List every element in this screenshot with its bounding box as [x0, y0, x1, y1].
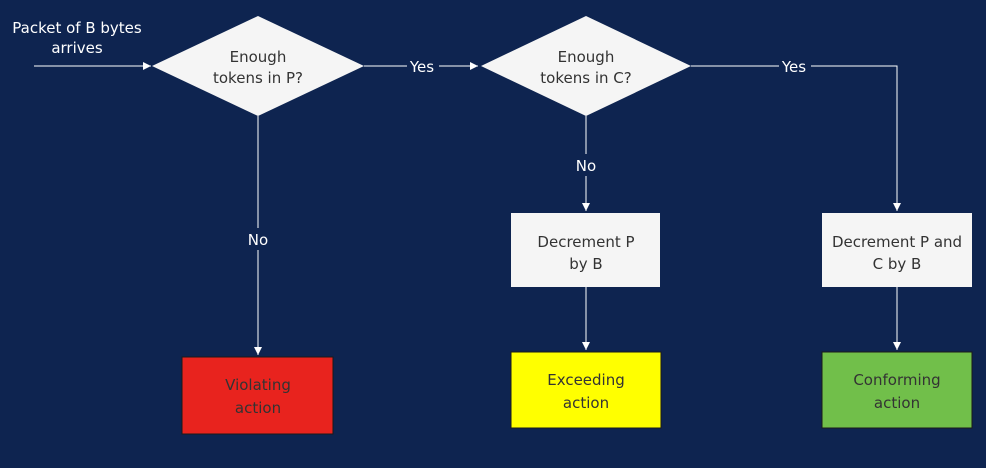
process-decrement-pc-box	[822, 213, 972, 287]
edge-label-c-no-bg	[570, 154, 602, 176]
edge-c-yes	[691, 65, 901, 211]
edge-label-c-yes-bg	[779, 56, 811, 76]
outcome-exceeding-line1: Exceeding	[547, 371, 625, 389]
decision-c-line1: Enough	[558, 48, 615, 66]
outcome-conforming-line2: action	[874, 394, 920, 412]
start-label-line1: Packet of B bytes	[12, 19, 142, 37]
edge-label-c-no: No	[576, 157, 596, 175]
edge-label-c-yes: Yes	[781, 58, 806, 76]
decision-c-tokens: Enough tokens in C?	[481, 16, 691, 116]
outcome-violating: Violating action	[181, 356, 334, 435]
outcome-exceeding-line2: action	[563, 394, 609, 412]
edge-label-p-no: No	[248, 231, 268, 249]
decision-p-diamond	[152, 16, 364, 116]
outcome-exceeding-box	[510, 351, 662, 429]
process-decrement-p-line1: Decrement P	[537, 233, 634, 251]
outcome-conforming: Conforming action	[821, 351, 973, 429]
outcome-conforming-box	[821, 351, 973, 429]
process-decrement-p-and-c: Decrement P and C by B	[822, 213, 972, 287]
outcome-violating-line1: Violating	[225, 376, 291, 394]
start-label-line2: arrives	[51, 39, 103, 57]
decision-p-tokens: Enough tokens in P?	[152, 16, 364, 116]
decision-p-line1: Enough	[230, 48, 287, 66]
process-decrement-p-line2: by B	[569, 255, 602, 273]
decision-p-line2: tokens in P?	[213, 69, 303, 87]
edge-label-p-yes-bg	[407, 56, 439, 76]
decision-c-line2: tokens in C?	[540, 69, 631, 87]
process-decrement-p-box	[511, 213, 660, 287]
outcome-violating-box	[181, 356, 334, 435]
decision-c-diamond	[481, 16, 691, 116]
process-decrement-p: Decrement P by B	[511, 213, 660, 287]
edge-label-p-yes: Yes	[409, 58, 434, 76]
process-decrement-pc-line1: Decrement P and	[832, 233, 962, 251]
edge-label-p-no-bg	[242, 228, 274, 250]
process-decrement-pc-line2: C by B	[873, 255, 922, 273]
outcome-violating-line2: action	[235, 399, 281, 417]
outcome-conforming-line1: Conforming	[853, 371, 940, 389]
outcome-exceeding: Exceeding action	[510, 351, 662, 429]
